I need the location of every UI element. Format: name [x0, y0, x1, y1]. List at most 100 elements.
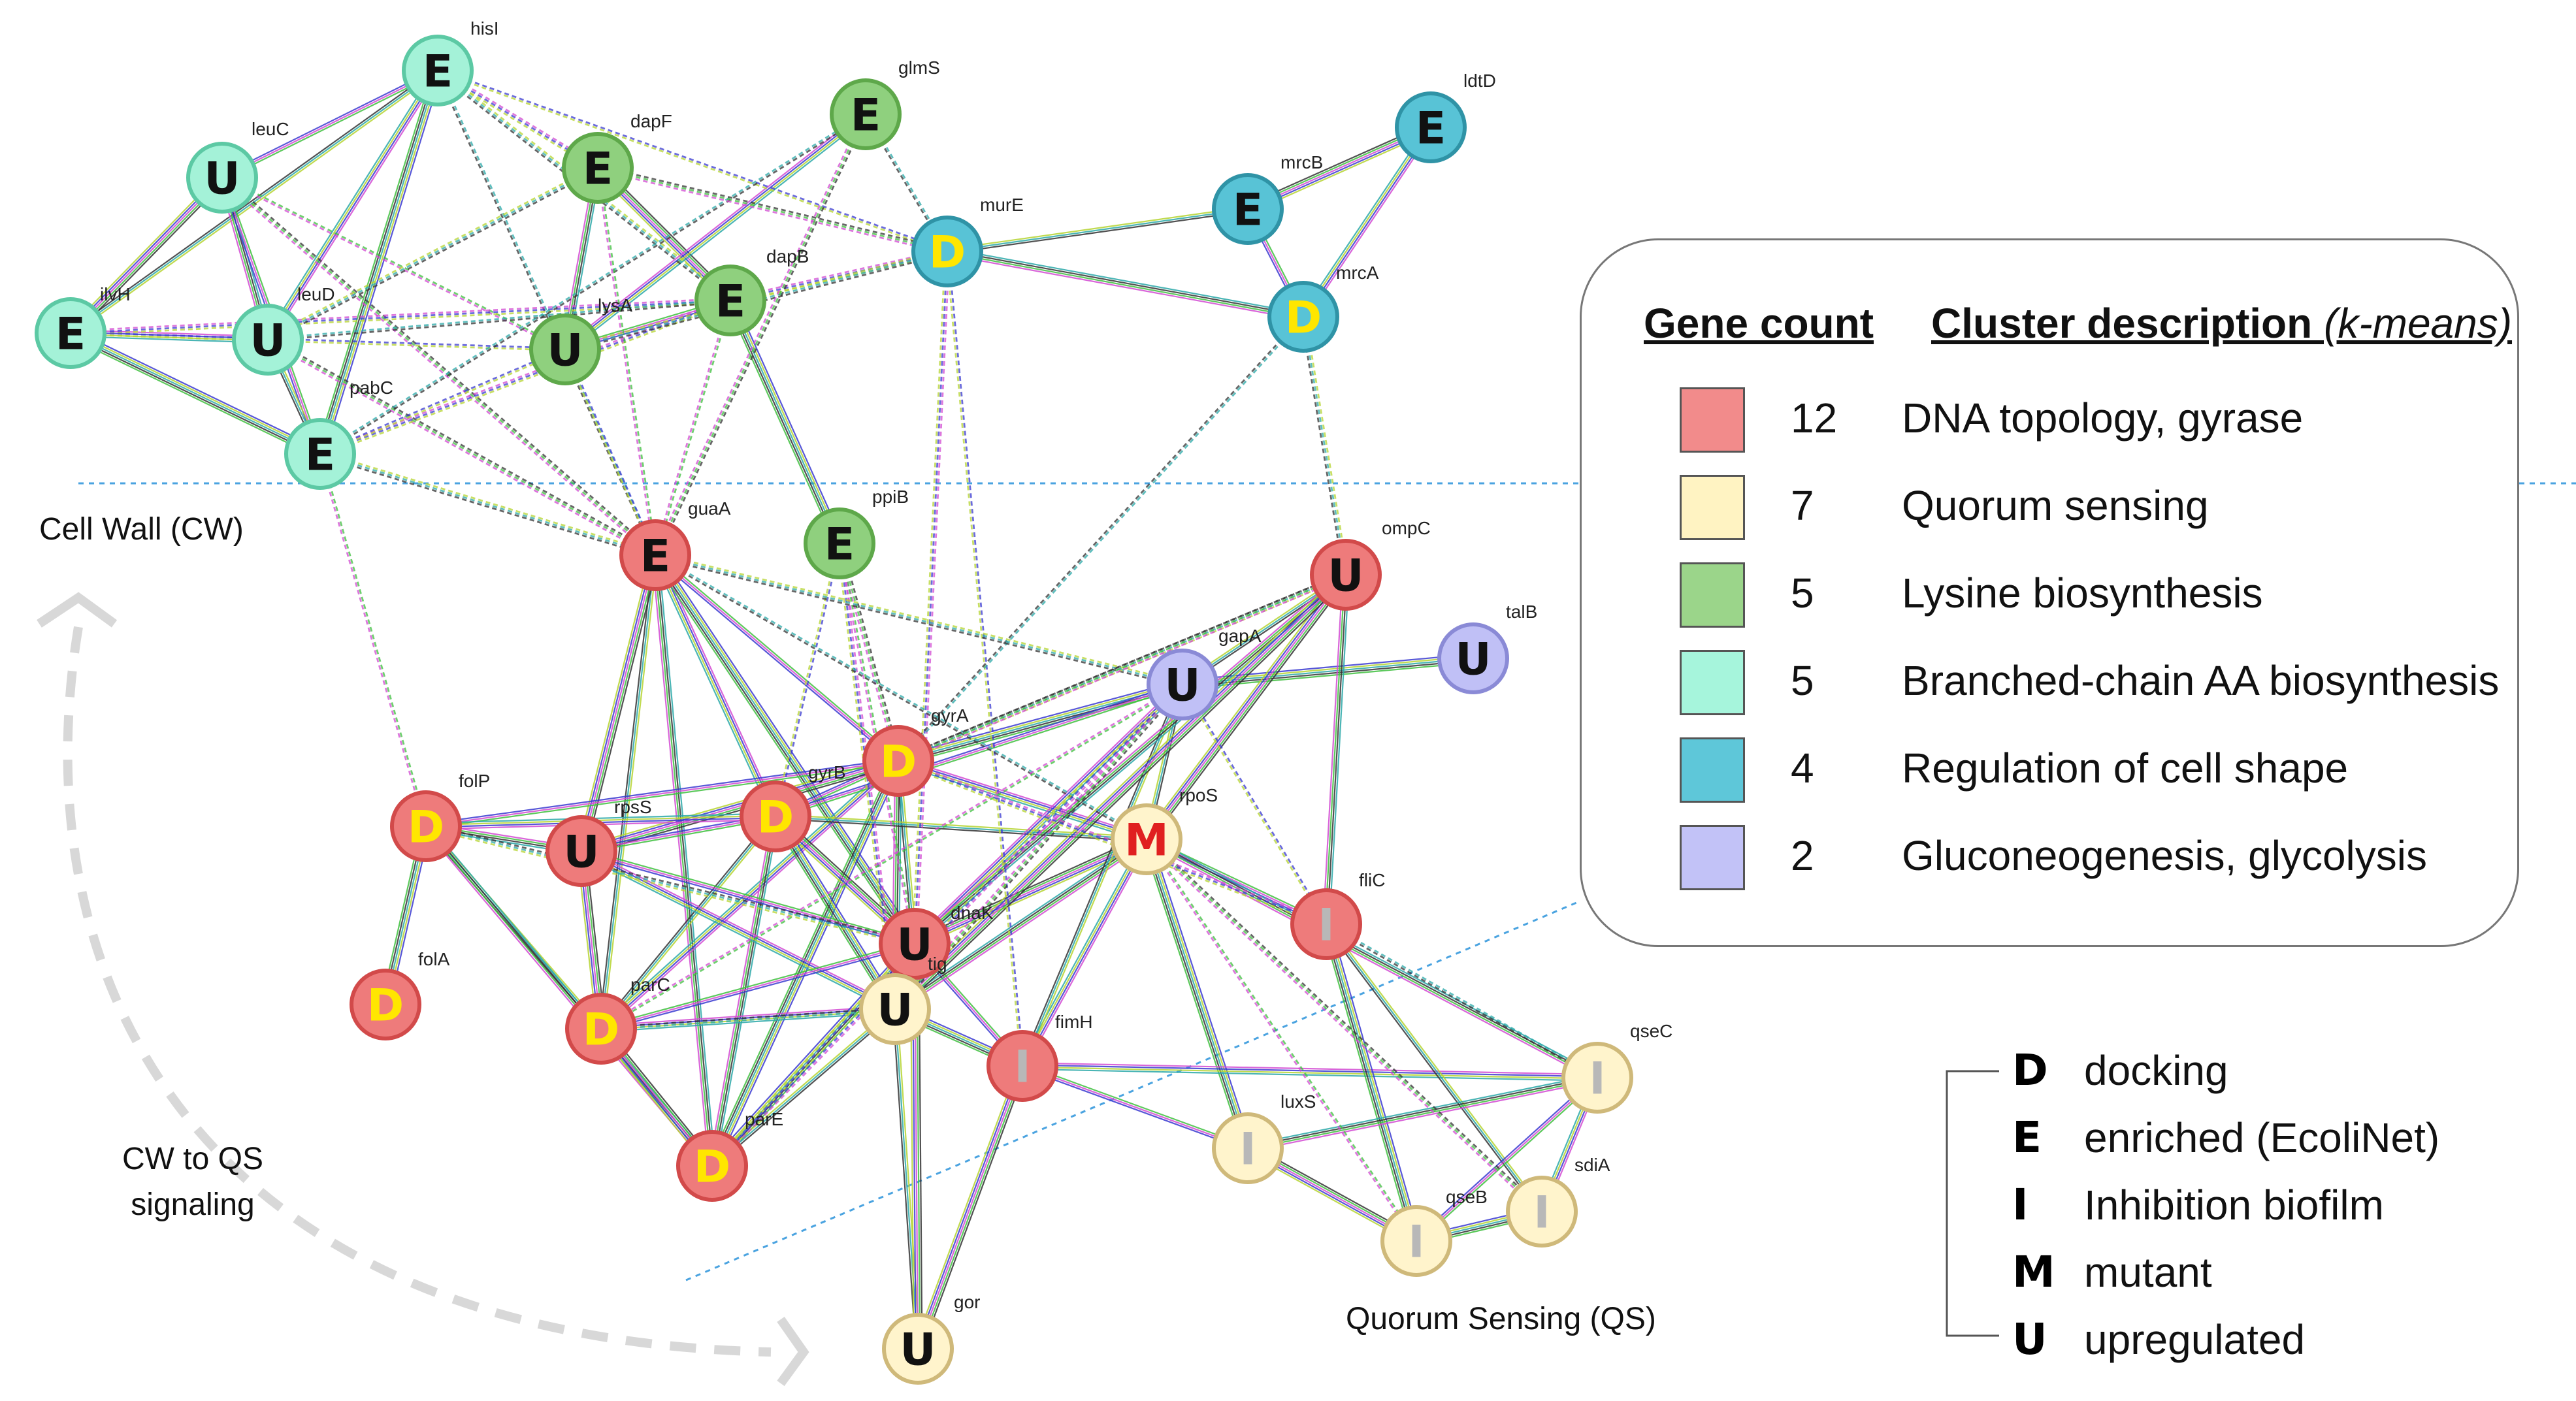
edge-leuC-lysA: [221, 176, 566, 351]
gene-node-circle[interactable]: [986, 1030, 1058, 1102]
key-text: docking: [2084, 1047, 2228, 1094]
gene-node-circle[interactable]: [402, 35, 474, 106]
gene-node-circle[interactable]: [676, 1130, 748, 1202]
edge-hisI-dapB: [436, 68, 732, 303]
gene-node-circle[interactable]: [740, 781, 811, 852]
gene-node-circle[interactable]: [1290, 888, 1362, 960]
gene-node-circle[interactable]: [565, 993, 637, 1065]
gene-node-circle[interactable]: [562, 132, 634, 204]
gene-node-letter: E: [583, 144, 613, 195]
gene-label: qseB: [1446, 1187, 1488, 1207]
edge-rpoS-sdiA: [1144, 837, 1544, 1214]
edge-ilvH-pabC: [68, 329, 323, 459]
gene-node-circle[interactable]: [232, 304, 304, 376]
gene-node-circle[interactable]: [1147, 649, 1218, 720]
gene-node-circle[interactable]: [882, 1313, 954, 1385]
edge-guaA-gapA: [654, 552, 1184, 688]
edge-murE-mrcA: [946, 248, 1305, 321]
legend-swatch: [1680, 475, 1745, 540]
legend-gene-count: 4: [1791, 745, 1814, 792]
gene-node-circle[interactable]: [1506, 1176, 1578, 1248]
gene-node-circle[interactable]: [546, 815, 617, 887]
gene-node-circle[interactable]: [1310, 539, 1382, 611]
gene-label: ldtD: [1463, 71, 1496, 91]
gene-node-circle[interactable]: [1437, 622, 1509, 694]
gene-node-circle[interactable]: [862, 725, 934, 797]
legend-description: Lysine biosynthesis: [1902, 570, 2263, 617]
gene-label: dapB: [766, 246, 809, 266]
cell-wall-label: Cell Wall (CW): [39, 512, 244, 547]
gene-node-circle[interactable]: [804, 507, 875, 579]
gene-node-circle[interactable]: [1212, 1112, 1284, 1184]
gene-node-circle[interactable]: [859, 973, 931, 1045]
edge-guaA-parC: [598, 555, 659, 1029]
gene-label: hisI: [470, 18, 499, 39]
gene-node-circle[interactable]: [350, 969, 421, 1040]
gene-node-circle[interactable]: [35, 297, 106, 369]
gene-node-letter: U: [563, 827, 599, 878]
key-text: upregulated: [2084, 1316, 2306, 1363]
gene-node-circle[interactable]: [529, 314, 601, 385]
gene-node-circle[interactable]: [694, 265, 766, 336]
gene-node-letter: D: [694, 1142, 730, 1193]
gene-label: mrcA: [1336, 263, 1379, 283]
gene-node-circle[interactable]: [1111, 803, 1182, 875]
gene-node-circle[interactable]: [1561, 1042, 1633, 1114]
edge-ppiB-gyrA: [836, 542, 902, 762]
gene-node-circle[interactable]: [1380, 1205, 1452, 1277]
edge-ompC-fliC: [1322, 574, 1350, 925]
edge-hisI-leuD: [265, 68, 441, 342]
gene-node-circle[interactable]: [879, 908, 951, 980]
gene-node-circle[interactable]: [1267, 281, 1339, 353]
legend-swatch: [1680, 562, 1745, 628]
gene-node-circle[interactable]: [830, 78, 902, 150]
cw-to-qs-label-line1: CW to QS: [122, 1142, 263, 1176]
gene-node-circle[interactable]: [186, 142, 258, 214]
legend-swatch: [1680, 825, 1745, 890]
gene-label: fimH: [1055, 1012, 1093, 1032]
gene-node-circle[interactable]: [619, 519, 691, 591]
key-letter: D: [2012, 1045, 2048, 1095]
gene-node-circle[interactable]: [1212, 173, 1284, 245]
gene-node-circle[interactable]: [911, 216, 983, 287]
gene-node-circle[interactable]: [284, 418, 356, 490]
gene-node-circle[interactable]: [1395, 91, 1467, 163]
gene-node-circle[interactable]: [390, 790, 462, 862]
edge-fimH-qseC: [1022, 1062, 1598, 1082]
